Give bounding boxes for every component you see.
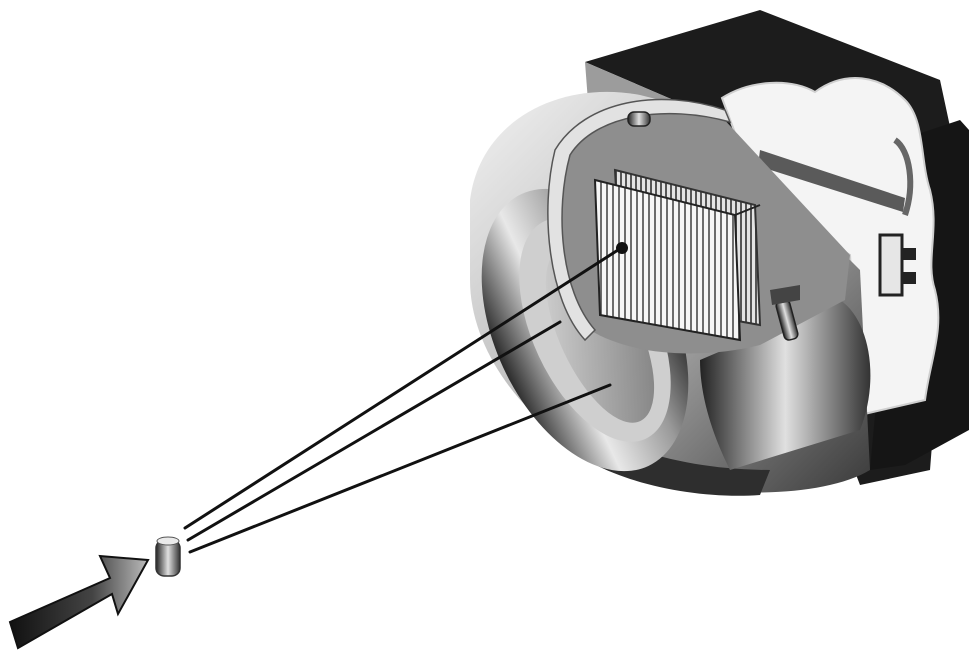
incident-beam-arrow	[8, 554, 150, 650]
ray-1	[183, 248, 620, 530]
grid-plate-edge	[734, 204, 761, 216]
chamber-rods	[627, 111, 800, 341]
lower-bracket	[770, 285, 800, 305]
top-rod	[627, 111, 651, 127]
chamber-rim	[547, 98, 732, 342]
ray-2	[186, 320, 562, 542]
connector-bracket	[878, 233, 916, 297]
ray-3	[188, 383, 612, 554]
impact-spot	[616, 242, 628, 254]
internal-strip	[758, 150, 905, 212]
diffracted-rays	[183, 248, 620, 554]
sample-crystal	[155, 536, 181, 577]
detector-grid-plates	[593, 168, 762, 342]
internal-cable	[893, 137, 914, 216]
flange-lower-lip	[560, 420, 770, 496]
grid-plate-front	[593, 178, 742, 342]
